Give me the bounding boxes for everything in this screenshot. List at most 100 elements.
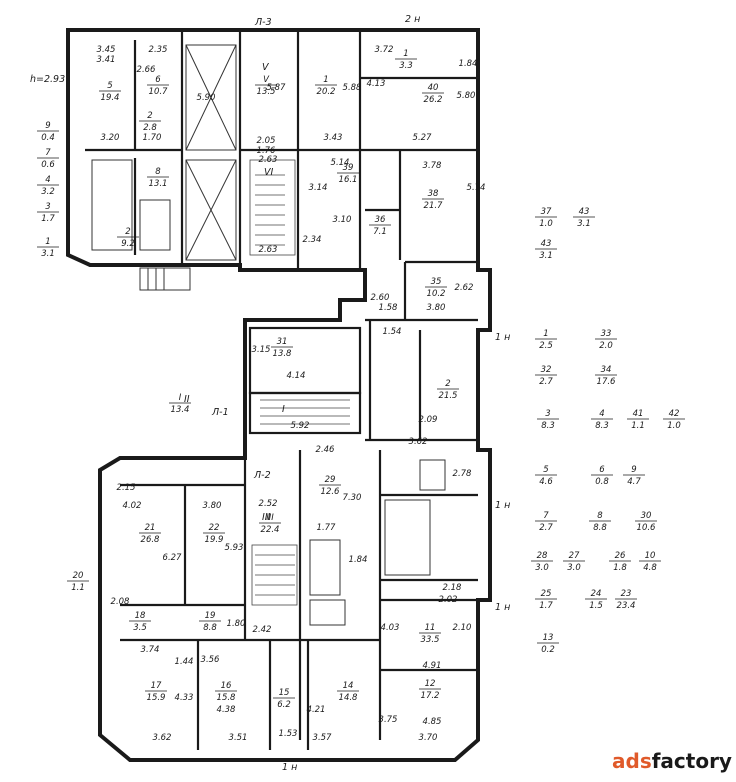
fraction-area: 1.1 xyxy=(631,421,645,431)
fraction-number: 5 xyxy=(543,465,548,475)
legend-right-entry: 332.0 xyxy=(595,329,617,351)
fraction-number: 1 xyxy=(45,237,50,247)
fraction-area: 4.7 xyxy=(627,477,641,487)
dimension-label: 2.78 xyxy=(453,469,473,479)
fraction-area: 8.3 xyxy=(595,421,609,431)
dimension-label: 5.74 xyxy=(467,183,486,193)
legend-right-entry: 12.5 xyxy=(535,329,557,351)
fraction-area: 2.0 xyxy=(599,341,613,351)
fraction-area: 26.8 xyxy=(141,535,161,545)
dimension-label: 3.15 xyxy=(252,345,271,355)
fraction-number: 36 xyxy=(375,215,386,225)
fraction-number: 24 xyxy=(591,589,602,599)
upper-interior-walls xyxy=(85,30,478,322)
roman-ii: II xyxy=(184,394,190,405)
fraction-area: 21.5 xyxy=(439,391,458,401)
fraction-number: 4 xyxy=(45,175,50,185)
stair-l2-hatch xyxy=(251,544,298,606)
dimension-label: 3.78 xyxy=(423,161,443,171)
legend-right-entry: 421.0 xyxy=(663,409,685,431)
dimension-label: 4.21 xyxy=(307,705,326,715)
fraction-area: 3.1 xyxy=(539,251,553,261)
fraction-area: 13.1 xyxy=(149,179,168,189)
fraction-number: 42 xyxy=(669,409,680,419)
fraction-area: 0.6 xyxy=(41,160,55,170)
fraction-number: V xyxy=(263,75,270,85)
fraction-number: 1 xyxy=(323,75,328,85)
fraction-number: 32 xyxy=(541,365,552,375)
stair-label-l3: Л-3 xyxy=(254,17,272,28)
dimension-label: 3.57 xyxy=(313,733,333,743)
fraction-number: 43 xyxy=(541,239,552,249)
fraction-number: 6 xyxy=(599,465,605,475)
fraction-area: 13.8 xyxy=(273,349,293,359)
fraction-area: 4.6 xyxy=(539,477,553,487)
fraction-number: 2 xyxy=(445,379,450,389)
legend-right-entry: 60.8 xyxy=(591,465,613,487)
fraction-number: 3 xyxy=(545,409,550,419)
watermark-logo: adsfactory xyxy=(612,749,732,773)
entrance-steps xyxy=(139,267,191,291)
legend-right-entry: 48.3 xyxy=(591,409,613,431)
room-area-label: 813.1 xyxy=(147,167,169,189)
fraction-number: 6 xyxy=(155,75,161,85)
roman-i: I xyxy=(282,404,285,415)
legend-right-entry: 72.7 xyxy=(535,511,557,533)
dimension-label: 2.09 xyxy=(419,415,438,425)
room-area-label: 221.5 xyxy=(437,379,459,401)
fraction-area: 19.4 xyxy=(101,93,120,103)
dimension-label: 1.58 xyxy=(379,303,399,313)
legend-right-entry: 433.1 xyxy=(573,207,595,229)
dimension-label: 4.14 xyxy=(287,371,306,381)
upper-outer-wall xyxy=(66,28,492,762)
fraction-area: 8.8 xyxy=(203,623,217,633)
fraction-number: 4 xyxy=(599,409,604,419)
room-area-label: 156.2 xyxy=(273,688,295,710)
fraction-area: 1.0 xyxy=(539,219,553,229)
fraction-number: 23 xyxy=(621,589,632,599)
fraction-area: 33.5 xyxy=(421,635,440,645)
room-area-label: 14 14.8 xyxy=(337,681,359,703)
lightwell-crosses xyxy=(185,44,237,261)
stair-label-l1: Л-1 xyxy=(211,407,229,418)
fraction-area: 1.0 xyxy=(667,421,681,431)
fraction-area: 1.7 xyxy=(539,601,553,611)
dimension-label: 5.87 xyxy=(267,83,287,93)
fraction-number: 28 xyxy=(537,551,548,561)
fraction-number: 3 xyxy=(45,202,50,212)
dimension-label: 2.10 xyxy=(453,623,472,633)
fraction-number: 1 xyxy=(403,49,408,59)
dimension-label: 5.88 xyxy=(343,83,363,93)
legend-left-entry: 13.1 xyxy=(37,237,59,259)
stair-l1-hatch xyxy=(260,399,350,425)
dimension-label: 5.14 xyxy=(331,158,350,168)
room-area-label: V13.5 xyxy=(255,75,277,97)
fraction-number: 7 xyxy=(543,511,549,521)
fraction-area: 1.8 xyxy=(613,563,627,573)
fraction-number: 2 xyxy=(125,227,130,237)
legend-right: 371.0433.1433.112.5332.0322.73417.638.34… xyxy=(531,207,685,655)
fraction-area: 17.6 xyxy=(597,377,617,387)
legend-right-entry: 54.6 xyxy=(535,465,557,487)
fraction-number: 15 xyxy=(279,688,290,698)
fraction-number: 14 xyxy=(343,681,354,691)
fraction-number: 9 xyxy=(45,121,50,131)
fraction-area: 10.2 xyxy=(427,289,446,299)
fraction-area: 3.3 xyxy=(399,61,413,71)
roman-v: V xyxy=(262,62,270,73)
dimension-label: 2.34 xyxy=(303,235,322,245)
fraction-area: 14.8 xyxy=(339,693,359,703)
fraction-area: 26.2 xyxy=(424,95,443,105)
fraction-number: 16 xyxy=(221,681,232,691)
dimension-label: 3.80 xyxy=(203,501,222,511)
fraction-area: 2.7 xyxy=(539,377,553,387)
fraction-number: 1 xyxy=(543,329,548,339)
dimension-label: 2.66 xyxy=(137,65,157,75)
dimension-label: 1.84 xyxy=(349,555,368,565)
fraction-area: 1.1 xyxy=(71,583,85,593)
